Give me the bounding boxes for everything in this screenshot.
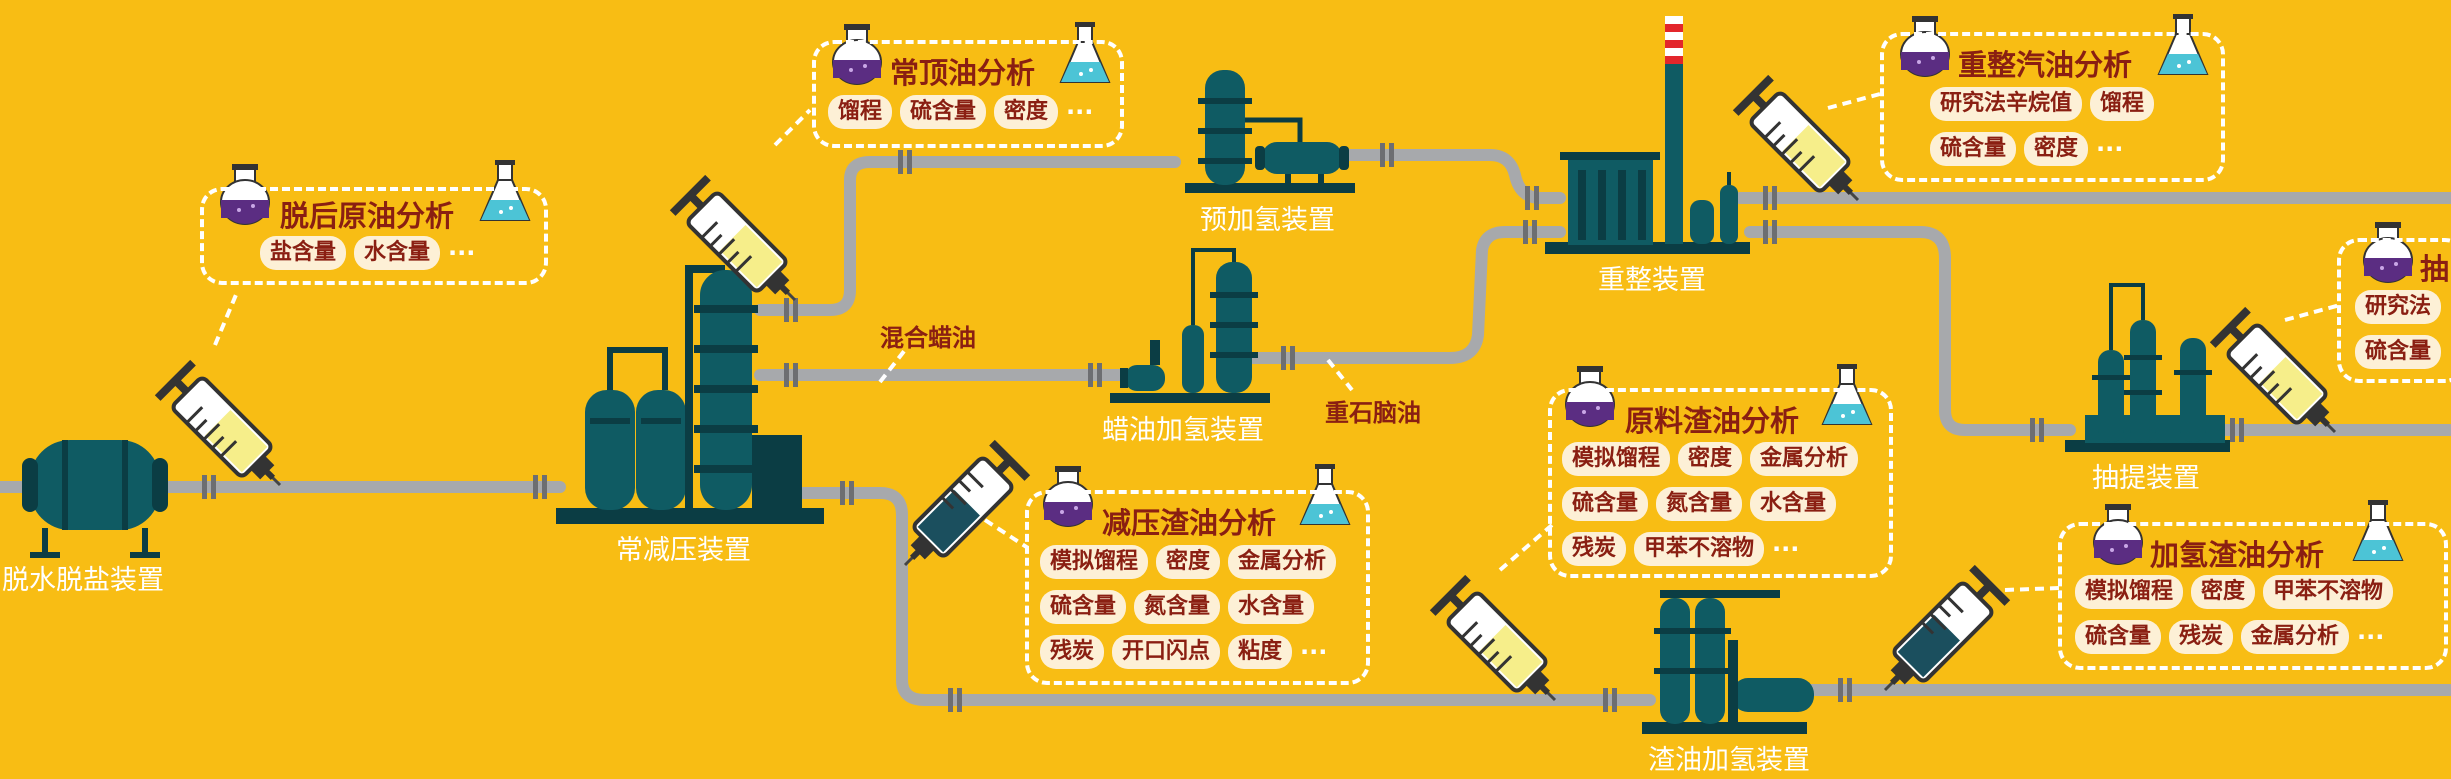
unit-label-wax-hydro: 蜡油加氢装置: [1102, 415, 1264, 446]
analysis-items-reformate-row2: 硫含量 密度 ···: [1930, 132, 2123, 166]
analysis-item: 硫含量: [2355, 335, 2442, 369]
callout-feed-residue: [1548, 388, 1893, 578]
unit-label-prehydro: 预加氢装置: [1200, 205, 1335, 236]
analysis-item: 密度: [1678, 442, 1743, 476]
analysis-item: 硫含量: [1562, 487, 1649, 521]
product-label-mixed-wax: 混合蜡油: [880, 324, 976, 352]
analysis-item: 金属分析: [1750, 442, 1859, 476]
more-indicator: ···: [1066, 98, 1094, 126]
analysis-items-hydro-residue-row1: 模拟馏程 密度 甲苯不溶物: [2075, 575, 2394, 609]
analysis-items-desalted-crude: 盐含量 水含量 ···: [260, 236, 475, 270]
analysis-item: 残炭: [1040, 635, 1105, 669]
analysis-item: 研究法: [2355, 290, 2442, 324]
analysis-items-reformate-row1: 研究法辛烷值 馏程: [1930, 87, 2155, 121]
analysis-item: 水含量: [354, 236, 441, 270]
more-indicator: ···: [2096, 135, 2124, 163]
residue-hydro-unit-icon: [1642, 590, 1814, 734]
callout-tails: [213, 92, 2341, 592]
unit-label-atm-vac: 常减压装置: [616, 535, 751, 566]
callout-atm-top-oil: [812, 40, 1124, 148]
analysis-item: 甲苯不溶物: [2263, 575, 2394, 609]
callout-reformate: [1880, 32, 2225, 182]
unit-label-reforming: 重整装置: [1598, 265, 1706, 296]
analysis-item: 密度: [2024, 132, 2089, 166]
product-label-heavy-naphtha: 重石脑油: [1325, 399, 1421, 427]
analysis-item: 水含量: [1750, 487, 1837, 521]
syringe-icon: [1427, 572, 1568, 713]
analysis-items-feed-residue-row2: 硫含量 氮含量 水含量: [1562, 487, 1837, 521]
analysis-item: 馏程: [828, 95, 893, 129]
atm-vac-column-icon: [556, 265, 824, 524]
unit-label-desalting: 脱水脱盐装置: [2, 565, 164, 596]
pipe-heavy-naphtha: [1234, 226, 1566, 364]
more-indicator: ···: [448, 239, 476, 267]
analysis-title-feed-residue: 原料渣油分析: [1625, 404, 1800, 438]
extraction-unit-icon: [2065, 283, 2230, 452]
analysis-item: 氮含量: [1134, 590, 1221, 624]
analysis-items-extraction-row2: 硫含量: [2355, 335, 2442, 369]
analysis-item: 水含量: [1228, 590, 1315, 624]
prehydro-unit-icon: [1185, 70, 1355, 193]
callout-extraction-partial: [2337, 238, 2451, 383]
analysis-item: 金属分析: [1228, 545, 1337, 579]
analysis-item: 氮含量: [1656, 487, 1743, 521]
pipe-vac-residue: [794, 487, 1656, 706]
analysis-item: 密度: [994, 95, 1059, 129]
analysis-item: 密度: [2191, 575, 2256, 609]
callout-vac-residue: [1025, 490, 1370, 685]
analysis-item: 模拟馏程: [1562, 442, 1671, 476]
pipe-to-extraction: [1744, 226, 2076, 436]
analysis-item: 模拟馏程: [1040, 545, 1149, 579]
reforming-unit-icon: [1545, 16, 1750, 254]
analysis-item: 研究法辛烷值: [1930, 87, 2083, 121]
analysis-title-hydro-residue: 加氢渣油分析: [2150, 538, 2325, 572]
unit-label-residue-hydro: 渣油加氢装置: [1648, 745, 1810, 776]
analysis-items-feed-residue-row1: 模拟馏程 密度 金属分析: [1562, 442, 1859, 476]
syringe-icon: [1872, 562, 2013, 703]
analysis-item: 残炭: [2169, 620, 2234, 654]
analysis-item: 硫含量: [1040, 590, 1127, 624]
analysis-item: 馏程: [2090, 87, 2155, 121]
callout-desalted-crude: [200, 187, 548, 285]
more-indicator: ···: [1300, 638, 1328, 666]
pipe-prehydro-reform: [1334, 149, 1566, 204]
analysis-title-atm-top-oil: 常顶油分析: [890, 56, 1036, 90]
syringe-icon: [152, 357, 293, 498]
pipes: [0, 149, 2451, 706]
analysis-title-reformate: 重整汽油分析: [1958, 48, 2133, 82]
analysis-items-feed-residue-row3: 残炭 甲苯不溶物 ···: [1562, 532, 1799, 566]
syringe-icon: [1730, 72, 1871, 213]
analysis-item: 甲苯不溶物: [1634, 532, 1765, 566]
callout-hydro-residue: [2058, 522, 2448, 670]
analysis-title-desalted-crude: 脱后原油分析: [280, 199, 455, 233]
analysis-item: 盐含量: [260, 236, 347, 270]
analysis-title-vac-residue: 减压渣油分析: [1102, 506, 1277, 540]
wax-hydro-unit-icon: [1110, 248, 1270, 403]
analysis-items-atm-top-oil: 馏程 硫含量 密度 ···: [828, 95, 1093, 129]
analysis-item: 残炭: [1562, 532, 1627, 566]
analysis-item: 粘度: [1228, 635, 1293, 669]
analysis-item: 硫含量: [2075, 620, 2162, 654]
analysis-item: 密度: [1156, 545, 1221, 579]
chimney-icon: [1665, 16, 1683, 244]
analysis-item: 金属分析: [2241, 620, 2350, 654]
analysis-item: 硫含量: [900, 95, 987, 129]
pipe-atm-top: [754, 156, 1181, 316]
analysis-items-vac-residue-row3: 残炭 开口闪点 粘度 ···: [1040, 635, 1327, 669]
more-indicator: ···: [2357, 623, 2385, 651]
more-indicator: ···: [1772, 535, 1800, 563]
analysis-items-hydro-residue-row2: 硫含量 残炭 金属分析 ···: [2075, 620, 2384, 654]
analysis-items-vac-residue-row1: 模拟馏程 密度 金属分析: [1040, 545, 1337, 579]
analysis-items-extraction-row1: 研究法: [2355, 290, 2442, 324]
analysis-item: 模拟馏程: [2075, 575, 2184, 609]
desalter-vessel-icon: [22, 440, 168, 558]
analysis-item: 硫含量: [1930, 132, 2017, 166]
analysis-title-extraction-partial: 抽: [2420, 252, 2450, 286]
analysis-items-vac-residue-row2: 硫含量 氮含量 水含量: [1040, 590, 1315, 624]
analysis-item: 开口闪点: [1112, 635, 1221, 669]
syringe-icon: [892, 437, 1033, 578]
unit-label-extraction: 抽提装置: [2092, 463, 2200, 494]
